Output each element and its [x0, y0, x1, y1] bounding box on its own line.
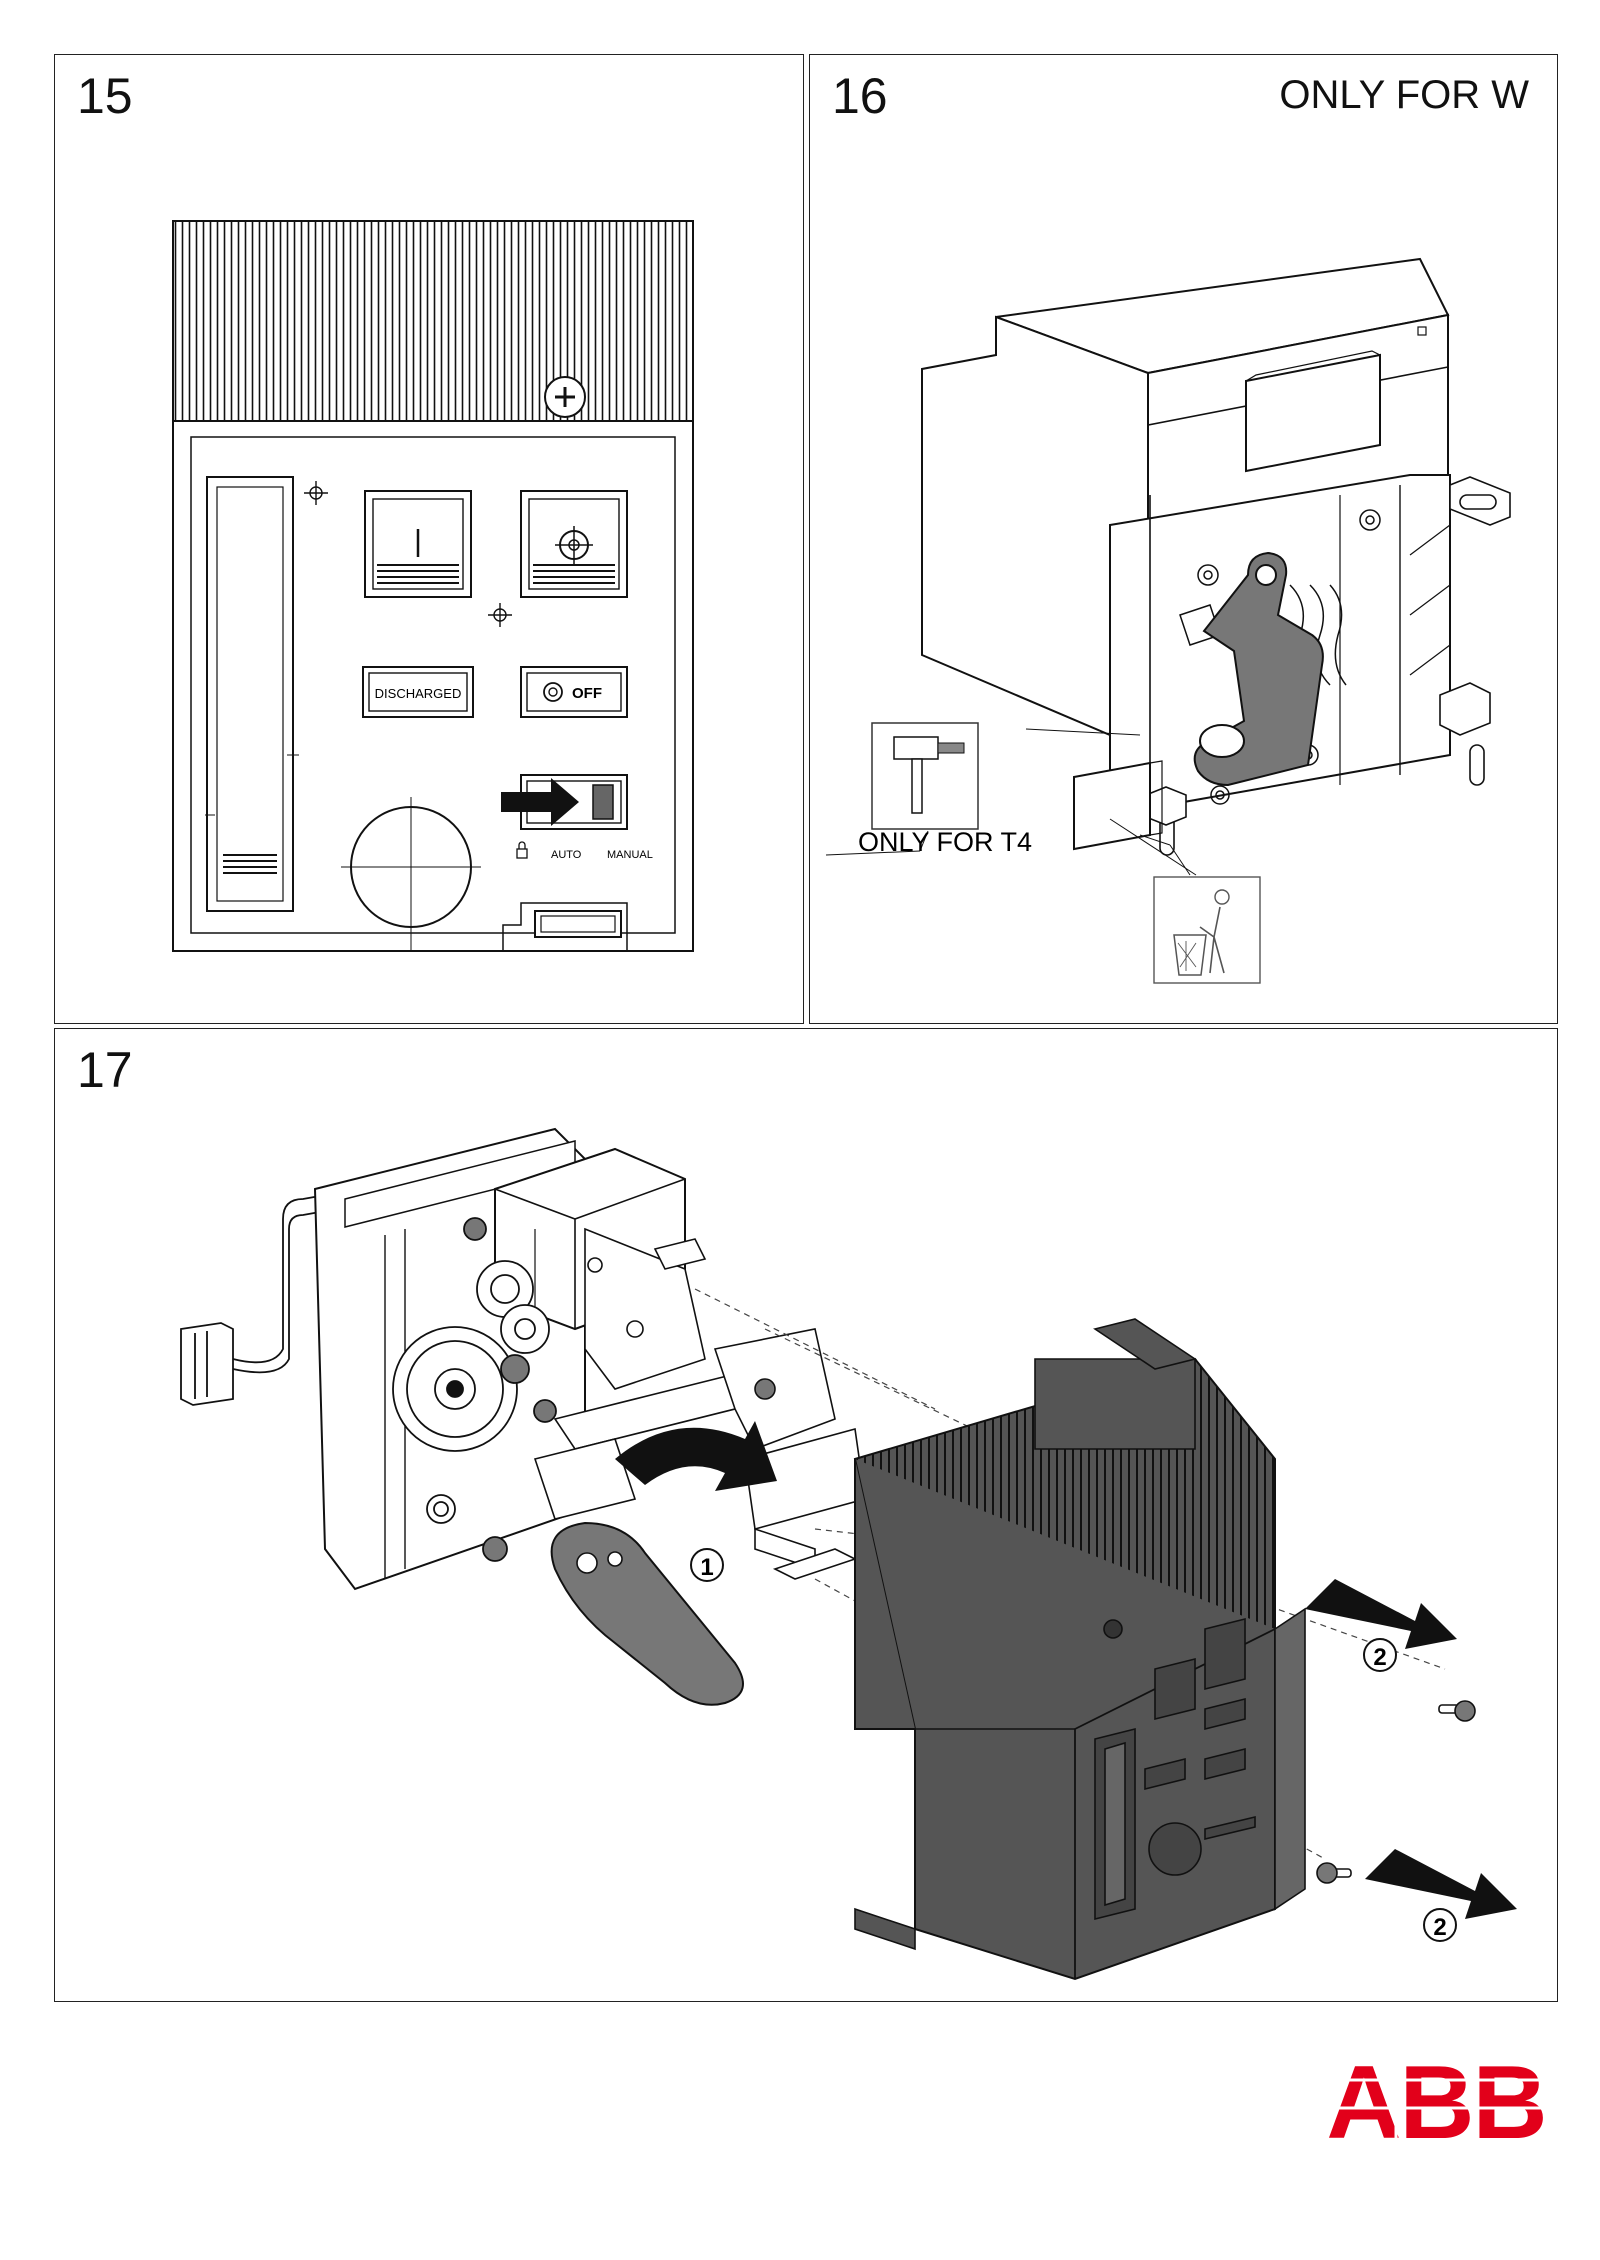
breaker-isometric-view: ONLY FOR T4 [825, 257, 1511, 984]
panel-15: 15 [54, 54, 804, 1024]
motor-operator-front-view: DISCHARGED OFF AUTO MANUAL [172, 220, 694, 952]
auto-label: AUTO [551, 849, 582, 861]
off-label: OFF [572, 685, 602, 702]
abb-logo-text: ABB [1326, 2050, 1545, 2146]
trash-bin-icon [1153, 876, 1261, 984]
motor-operator-disassembly-view: 1 [180, 1127, 1517, 1981]
manual-label: MANUAL [607, 849, 653, 861]
panel-number: 17 [77, 1042, 133, 1098]
panel-17: 17 [54, 1028, 1558, 2002]
panel-title: ONLY FOR W [1279, 73, 1529, 117]
only-for-t4-callout: ONLY FOR T4 [858, 827, 1032, 857]
panel-number: 15 [77, 68, 133, 124]
step-2b-label: 2 [1433, 1914, 1446, 1941]
hammer-icon [871, 722, 979, 830]
step-1-label: 1 [700, 1554, 713, 1581]
abb-logo: ABB [1316, 2050, 1556, 2146]
panel-number: 16 [832, 68, 888, 124]
discharged-label: DISCHARGED [375, 686, 462, 701]
panel-16: 16 ONLY FOR W [809, 54, 1558, 1024]
step-2-label: 2 [1373, 1644, 1386, 1671]
